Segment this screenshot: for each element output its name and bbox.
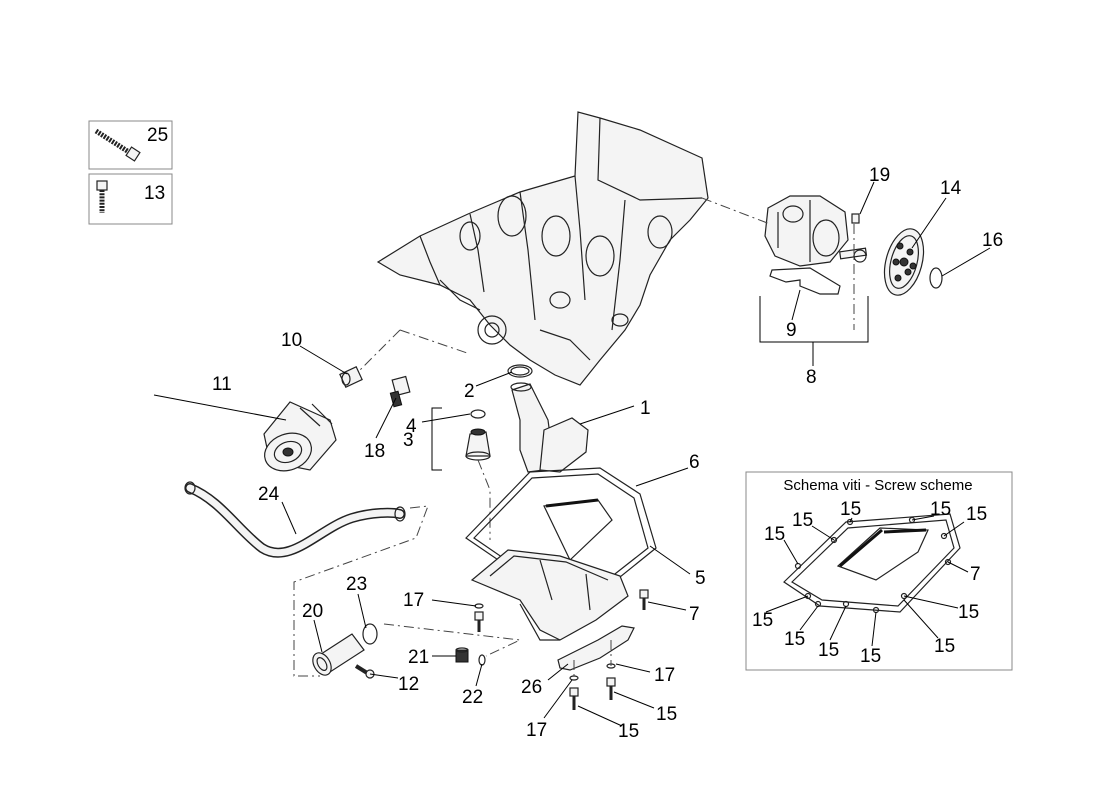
scheme-callout-15-10: 15 (784, 629, 805, 650)
sensor-18 (389, 375, 411, 408)
nipple-10 (339, 366, 363, 388)
oil-pan-5 (470, 549, 629, 641)
legend-box-13: 13 (88, 173, 173, 225)
oil-pipe-24 (184, 481, 406, 558)
scheme-callout-15-5: 15 (966, 504, 987, 525)
callout-2: 2 (464, 381, 475, 402)
callout-20: 20 (302, 601, 323, 622)
o-ring-2 (507, 364, 533, 378)
callout-24: 24 (258, 484, 280, 505)
group-bracket-3 (431, 407, 442, 471)
callout-5: 5 (695, 568, 706, 589)
pump-gear-14 (883, 228, 925, 296)
screw-scheme-inset: Schema viti - Screw scheme (745, 471, 1013, 671)
callout-17-a: 17 (403, 590, 424, 611)
callout-17-c: 17 (526, 720, 547, 741)
circlip-16 (929, 267, 943, 289)
strainer-3 (465, 428, 491, 461)
callout-12: 12 (398, 674, 419, 695)
legend-ref-13: 13 (144, 183, 165, 204)
screw-12 (354, 664, 375, 679)
callout-4: 4 (406, 416, 417, 437)
callout-10: 10 (281, 330, 302, 351)
oil-filter-11 (263, 401, 337, 472)
callout-19: 19 (869, 165, 890, 186)
scheme-callout-7: 7 (970, 564, 981, 585)
bracket-26 (557, 625, 635, 671)
oil-pump (764, 195, 868, 267)
plug-21 (455, 647, 469, 663)
callout-6: 6 (689, 452, 700, 473)
o-ring-4 (470, 409, 486, 419)
callout-15-a: 15 (656, 704, 677, 725)
callout-21: 21 (408, 647, 429, 668)
long-bolt-icon (94, 128, 141, 162)
callout-14: 14 (940, 178, 962, 199)
screw-scheme-title: Schema viti - Screw scheme (783, 477, 972, 494)
valve-20 (312, 633, 365, 676)
callout-16: 16 (982, 230, 1003, 251)
legend-box-25: 25 (88, 120, 173, 170)
callout-8: 8 (806, 367, 817, 388)
callout-1: 1 (640, 398, 651, 419)
callout-11: 11 (212, 374, 232, 395)
screw-7 (639, 589, 649, 610)
scheme-callout-15-8: 15 (860, 646, 881, 667)
screw-15-a (606, 663, 616, 700)
callout-7: 7 (689, 604, 700, 625)
scheme-callout-15-3: 15 (840, 499, 861, 520)
pin-19 (851, 213, 860, 224)
callout-3: 3 (403, 430, 414, 451)
scheme-callout-15-2: 15 (792, 510, 813, 531)
scheme-callout-15-1: 15 (764, 524, 785, 545)
scheme-gasket (783, 513, 961, 614)
callout-17-b: 17 (654, 665, 675, 686)
callout-22: 22 (462, 687, 483, 708)
leader-lines (153, 181, 991, 727)
scheme-callout-15-9: 15 (818, 640, 839, 661)
group-bracket-8 (759, 296, 869, 343)
callout-numbers: 1 2 3 4 5 6 7 8 9 10 11 12 14 15 15 16 1… (212, 165, 1003, 742)
callout-23: 23 (346, 574, 367, 595)
scheme-callout-15-11: 15 (752, 610, 773, 631)
callout-18: 18 (364, 441, 385, 462)
washer-22 (478, 654, 486, 666)
screw-15-b (569, 675, 579, 710)
callout-9: 9 (786, 320, 797, 341)
crankcase (376, 111, 709, 386)
scheme-callout-15-7: 15 (934, 636, 955, 657)
scheme-callout-15-4: 15 (930, 499, 951, 520)
pump-gasket-9 (769, 267, 841, 295)
scheme-leader-lines (765, 515, 969, 647)
legend-ref-25: 25 (147, 125, 168, 146)
callout-15-b: 15 (618, 721, 639, 742)
oil-pan-gasket-6 (465, 467, 657, 599)
short-bolt-icon (96, 180, 108, 213)
callout-26: 26 (521, 677, 542, 698)
oil-pickup-1 (510, 382, 589, 473)
o-ring-23 (362, 623, 378, 645)
screw-17-left (474, 603, 484, 632)
scheme-callout-15-6: 15 (958, 602, 979, 623)
